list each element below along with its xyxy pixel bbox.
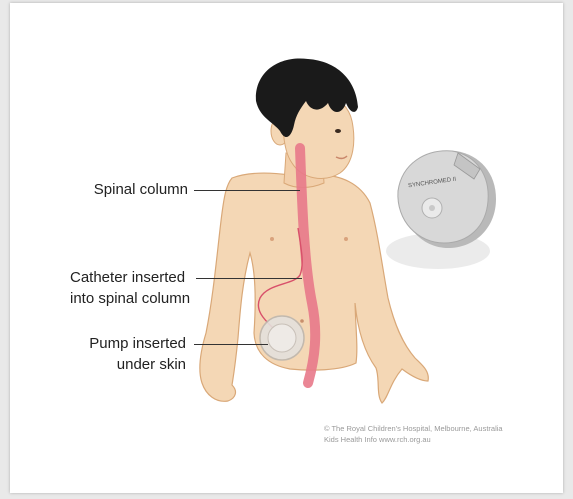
illustration	[10, 3, 563, 493]
chest-mark	[344, 237, 348, 241]
credit-line1: © The Royal Children's Hospital, Melbour…	[324, 423, 503, 434]
label-spinal-column: Spinal column	[88, 180, 188, 200]
copyright-credit: © The Royal Children's Hospital, Melbour…	[324, 423, 503, 445]
leader-spinal-column	[194, 190, 300, 191]
label-catheter-line2: into spinal column	[70, 289, 190, 309]
label-pump-line2: under skin	[70, 355, 186, 375]
credit-line2: Kids Health Info www.rch.org.au	[324, 434, 503, 445]
implanted-pump	[260, 316, 304, 360]
label-pump-line1: Pump inserted	[70, 334, 186, 354]
child-eye	[335, 129, 341, 133]
navel	[300, 319, 304, 323]
leader-pump	[194, 344, 268, 345]
diagram-frame: SYNCHROMED II Spinal column Catheter ins…	[10, 3, 563, 493]
label-catheter-line1: Catheter inserted	[70, 268, 185, 288]
chest-mark	[270, 237, 274, 241]
leader-catheter	[196, 278, 302, 279]
synchromed-device	[386, 151, 496, 269]
